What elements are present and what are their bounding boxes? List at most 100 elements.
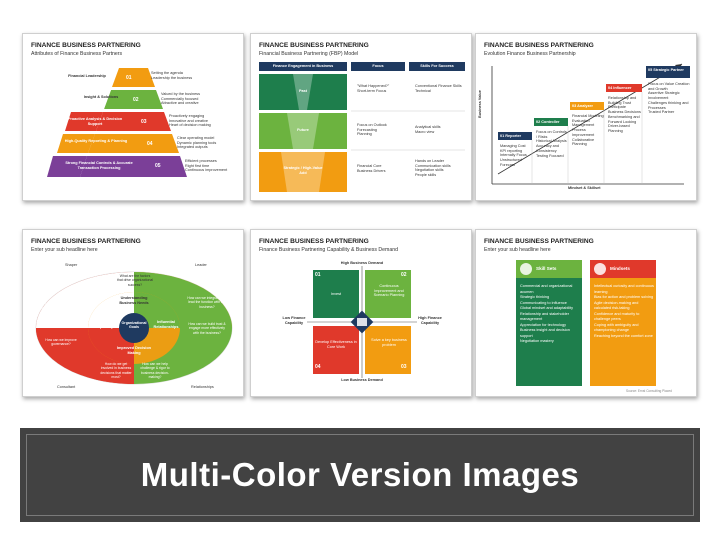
level-number: 02 (133, 97, 139, 103)
stage-label: 05 Strategic Partner (648, 68, 684, 72)
inner-label: Understanding Business Needs (119, 296, 149, 305)
x-axis-label: Mindset & Skillset (568, 186, 601, 190)
banner-frame: Multi-Color Version Images (26, 434, 694, 516)
corner-label: Relationships (191, 385, 214, 389)
corner-label: Shaper (65, 263, 78, 267)
stage-label: 01 Reporter (500, 134, 522, 138)
inner-label: Enhancing Capability (94, 320, 114, 329)
quadrant-text: Solve a key business problem (371, 338, 407, 347)
axis-label-right: High Finance Capability (418, 316, 442, 325)
card-title: Skill Sets (536, 266, 557, 271)
row-label: Strategic / High-Value Add (283, 166, 323, 175)
slide-thumbnail-capability-wheel[interactable]: FINANCE BUSINESS PARTNERING Enter your s… (22, 229, 244, 397)
quadrant-text: Invest (330, 292, 342, 296)
level-label: Proactive Analysis & Decision Support (67, 117, 123, 126)
corner-label: Consultant (57, 385, 76, 389)
slide-title: FINANCE BUSINESS PARTNERING (31, 238, 141, 245)
card-list: Intellectual curiosity and continuous le… (594, 284, 654, 338)
level-label: High-Quality Reporting & Planning (64, 139, 128, 143)
slide-subtitle: Finance Business Partnering Capability &… (259, 247, 398, 253)
quadrant-number: 01 (315, 272, 321, 278)
slide-subtitle: Enter your sub headline here (31, 247, 98, 253)
slide-thumbnail-pyramid[interactable]: FINANCE BUSINESS PARTNERING Attributes o… (22, 33, 244, 201)
evolution-staircase-graphic (491, 63, 690, 185)
quadrant-graphic (307, 266, 417, 378)
corner-label: Leader (195, 263, 207, 267)
cards-graphic (516, 260, 656, 386)
question-text: How can we help our business to become m… (41, 302, 81, 319)
source-footer: Source: Ernst Consulting Placed (626, 389, 672, 393)
axis-label-top: High Business Demand (340, 261, 384, 265)
wheel-graphic (35, 271, 233, 385)
slide-thumbnail-skills-mindsets[interactable]: FINANCE BUSINESS PARTNERING Enter your s… (475, 229, 697, 397)
quadrant-number: 04 (315, 364, 321, 370)
quadrant-number: 02 (401, 272, 407, 278)
stage-label: 02 Controller (536, 120, 560, 124)
thumbnail-grid: FINANCE BUSINESS PARTNERING Attributes o… (22, 33, 697, 397)
slide-subtitle: Evolution Finance Business Partnership (484, 51, 576, 57)
stage-label: 03 Analyzer (572, 104, 593, 108)
slide-title: FINANCE BUSINESS PARTNERING (259, 238, 369, 245)
section-banner: Multi-Color Version Images (20, 428, 700, 522)
axis-label-left: Low Finance Capability (282, 316, 306, 325)
slide-thumbnail-fbp-model[interactable]: FINANCE BUSINESS PARTNERING Financial Bu… (250, 33, 472, 201)
quadrant-number: 03 (401, 364, 407, 370)
question-text: How can we integrate and lead the functi… (187, 296, 227, 309)
fbp-table-graphic (259, 62, 465, 192)
level-label: Financial Leadership (68, 74, 106, 78)
level-label: Strong Financial Controls & Accurate Tra… (65, 161, 133, 170)
slide-subtitle: Financial Business Partnering (FBP) Mode… (259, 51, 359, 57)
slide-title: FINANCE BUSINESS PARTNERING (31, 42, 141, 49)
inner-label: Improved Decision Making (117, 346, 151, 355)
inner-label: Influential Relationships (153, 320, 179, 329)
level-number: 04 (147, 141, 153, 147)
banner-title: Multi-Color Version Images (140, 456, 580, 493)
level-number: 05 (155, 163, 161, 169)
slide-title: FINANCE BUSINESS PARTNERING (484, 238, 594, 245)
question-text: How can we improve governance? (45, 338, 77, 347)
question-text: How can we help challenge & rigor to bus… (140, 362, 170, 379)
level-number: 01 (126, 75, 132, 81)
slide-subtitle: Enter your sub headline here (484, 247, 551, 253)
level-label: Insight & Solutions (83, 95, 119, 99)
quadrant-text: Develop Effectiveness in Core Work (315, 340, 357, 349)
quadrant-text: Continuous Improvement and Scenario Plan… (373, 284, 405, 298)
level-number: 03 (141, 119, 147, 125)
column-header: Focus (372, 64, 384, 68)
column-header: Finance Engagement in Business (272, 64, 334, 68)
row-label: Past (298, 89, 308, 93)
slide-title: FINANCE BUSINESS PARTNERING (259, 42, 369, 49)
slide-thumbnail-quadrant[interactable]: FINANCE BUSINESS PARTNERING Finance Busi… (250, 229, 472, 397)
column-header: Skills For Success (420, 64, 454, 68)
row-label: Future (297, 128, 309, 132)
axis-label-bottom: Low Business Demand (341, 378, 383, 382)
focus-list: "What Happened?"Short-term Focus (357, 84, 390, 93)
slide-title: FINANCE BUSINESS PARTNERING (484, 42, 594, 49)
pyramid-graphic (47, 68, 187, 177)
y-axis-label: Business Value (478, 90, 482, 118)
card-title: Mindsets (610, 266, 630, 271)
question-text: How do we get involved in business decis… (100, 362, 132, 379)
question-text: What are the factors that drive organiza… (117, 274, 154, 287)
question-text: How can we build trust & engage more eff… (188, 322, 226, 335)
center-label: Organizational Goals (121, 321, 147, 330)
stage-label: 04 Influencer (608, 86, 632, 90)
slide-subtitle: Attributes of Finance Business Partners (31, 51, 123, 57)
slide-thumbnail-evolution[interactable]: FINANCE BUSINESS PARTNERING Evolution Fi… (475, 33, 697, 201)
